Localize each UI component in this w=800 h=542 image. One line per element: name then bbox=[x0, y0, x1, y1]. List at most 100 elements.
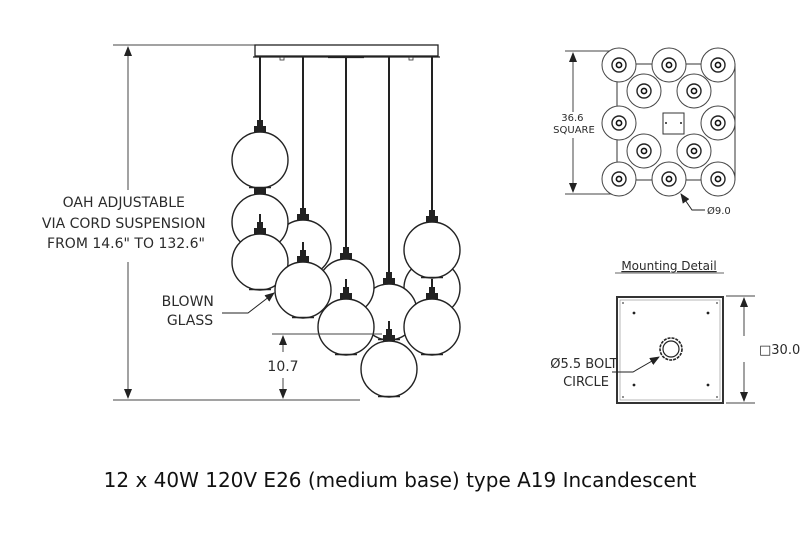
corner-screw bbox=[716, 302, 718, 304]
glass-globe bbox=[274, 261, 332, 319]
socket-icon bbox=[254, 188, 266, 194]
socket-cap-icon bbox=[300, 208, 306, 214]
socket-ring-icon bbox=[661, 57, 677, 73]
socket-cap-icon bbox=[257, 222, 263, 228]
oah-label-line-2: VIA CORD SUSPENSION bbox=[42, 216, 206, 232]
socket-center-icon bbox=[640, 87, 648, 95]
globe-diameter-leader bbox=[680, 193, 705, 211]
socket-ring-icon bbox=[661, 171, 677, 187]
pendant-light bbox=[403, 279, 461, 356]
mounting-size-label: □30.0 bbox=[759, 343, 800, 358]
socket-cap-icon bbox=[343, 247, 349, 253]
globe-outline bbox=[601, 47, 637, 83]
globe-outline bbox=[651, 47, 687, 83]
mounting-detail: Mounting Detail Ø5.5 BOLT CIRCLE □30.0 bbox=[550, 259, 800, 404]
socket-center-icon bbox=[665, 61, 673, 69]
socket-icon bbox=[340, 253, 352, 259]
socket-ring-icon bbox=[636, 83, 652, 99]
mounting-hole bbox=[632, 383, 636, 387]
glass-globe bbox=[231, 131, 289, 189]
side-view: OAH ADJUSTABLE VIA CORD SUSPENSION FROM … bbox=[42, 44, 461, 401]
top-view-center-dot bbox=[665, 122, 667, 124]
globe-diameter-label: Ø9.0 bbox=[707, 205, 731, 217]
socket-cap-icon bbox=[386, 272, 392, 278]
socket-center-icon bbox=[665, 175, 673, 183]
socket-ring-icon bbox=[710, 57, 726, 73]
top-view-globe bbox=[700, 161, 736, 197]
top-view-globe bbox=[651, 161, 687, 197]
pendant-light bbox=[317, 279, 375, 356]
socket-center-icon bbox=[690, 147, 698, 155]
mounting-holes bbox=[622, 302, 718, 398]
top-view-center-canopy bbox=[662, 112, 685, 135]
socket-cap-icon bbox=[429, 210, 435, 216]
socket-ring-icon bbox=[686, 83, 702, 99]
socket-cap-icon bbox=[257, 120, 263, 126]
bolt-circle-inner bbox=[662, 340, 680, 358]
top-view-globe bbox=[601, 105, 637, 141]
bolt-circle-outer bbox=[659, 337, 683, 361]
top-view-globe bbox=[626, 73, 662, 109]
glass-globe bbox=[317, 298, 375, 356]
bulb-spec-caption: 12 x 40W 120V E26 (medium base) type A19… bbox=[104, 468, 697, 492]
socket-ring-icon bbox=[686, 143, 702, 159]
oah-label: OAH ADJUSTABLE VIA CORD SUSPENSION FROM … bbox=[42, 195, 210, 252]
socket-icon bbox=[426, 293, 438, 299]
oah-label-line-1: OAH ADJUSTABLE bbox=[63, 195, 185, 211]
top-view-globe bbox=[601, 161, 637, 197]
oah-label-line-3: FROM 14.6" TO 132.6" bbox=[47, 236, 205, 252]
pendant-light bbox=[360, 321, 418, 398]
top-view-globe bbox=[676, 133, 712, 169]
top-view-size-label: 36.6 SQUARE bbox=[553, 113, 595, 136]
socket-ring-icon bbox=[611, 57, 627, 73]
socket-center-icon bbox=[714, 175, 722, 183]
socket-center-icon bbox=[714, 61, 722, 69]
globe-outline bbox=[676, 73, 712, 109]
socket-cap-icon bbox=[300, 250, 306, 256]
top-view-globe bbox=[626, 133, 662, 169]
socket-ring-icon bbox=[611, 171, 627, 187]
top-view-center-dot bbox=[680, 122, 682, 124]
top-view: 36.6 SQUARE Ø9.0 bbox=[553, 47, 736, 217]
mounting-plate-inner bbox=[619, 299, 721, 401]
top-view-globe bbox=[700, 105, 736, 141]
socket-icon bbox=[254, 228, 266, 234]
pendant-light bbox=[403, 202, 461, 279]
socket-icon bbox=[383, 278, 395, 284]
canopy bbox=[254, 44, 439, 57]
pendant-light bbox=[231, 214, 289, 291]
corner-screw bbox=[622, 302, 624, 304]
socket-icon bbox=[383, 335, 395, 341]
mounting-hole bbox=[706, 383, 710, 387]
blown-glass-label-line-1: BLOWN bbox=[162, 294, 214, 310]
globe-outline bbox=[601, 161, 637, 197]
socket-center-icon bbox=[714, 119, 722, 127]
top-view-globes bbox=[601, 47, 736, 197]
glass-globe bbox=[360, 340, 418, 398]
globe-outline bbox=[601, 105, 637, 141]
globe-outline bbox=[651, 161, 687, 197]
bolt-circle-leader bbox=[612, 356, 660, 373]
socket-icon bbox=[340, 293, 352, 299]
globe-outline bbox=[676, 133, 712, 169]
blown-glass-label-line-2: GLASS bbox=[167, 313, 213, 329]
pendant-light bbox=[274, 242, 332, 319]
socket-icon bbox=[297, 214, 309, 220]
globe-outline bbox=[626, 133, 662, 169]
glass-globe bbox=[403, 221, 461, 279]
blown-glass-leader bbox=[222, 292, 275, 314]
socket-icon bbox=[426, 216, 438, 222]
top-view-globe bbox=[676, 73, 712, 109]
globe-outline bbox=[626, 73, 662, 109]
top-view-globe bbox=[601, 47, 637, 83]
bottom-dimension-label: 10.7 bbox=[267, 359, 298, 375]
globe-outline bbox=[700, 47, 736, 83]
socket-ring-icon bbox=[710, 115, 726, 131]
socket-icon bbox=[254, 126, 266, 132]
corner-screw bbox=[622, 396, 624, 398]
socket-center-icon bbox=[615, 119, 623, 127]
top-view-globe bbox=[700, 47, 736, 83]
mounting-detail-title: Mounting Detail bbox=[621, 259, 716, 273]
socket-center-icon bbox=[690, 87, 698, 95]
glass-globe bbox=[403, 298, 461, 356]
